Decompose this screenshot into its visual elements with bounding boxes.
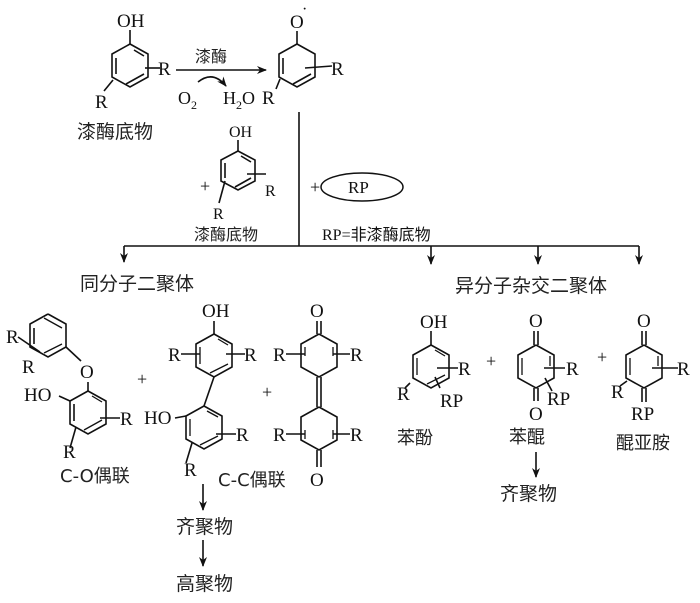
rp-oval-label: RP	[348, 178, 369, 197]
diphenoquinone: O R R R R O	[273, 301, 363, 491]
r-label: R	[566, 359, 579, 380]
quinone-o-label: O	[529, 311, 543, 332]
r-label: R	[184, 460, 197, 481]
plus-sign: +	[486, 351, 496, 371]
enzyme-label: 漆酶	[195, 47, 227, 66]
oligomer-label: 齐聚物	[500, 483, 557, 505]
quinone-o-label: O	[310, 301, 324, 322]
second-substrate: OH R R	[213, 124, 276, 223]
r-label: R	[350, 345, 363, 366]
r-label: R	[458, 359, 471, 380]
r-label: R	[265, 183, 276, 200]
r-label: R	[213, 206, 224, 223]
substrate-phenol: OH R R	[95, 11, 171, 113]
r-label: R	[677, 359, 690, 380]
substrate-label: 漆酶底物	[194, 225, 258, 244]
r-label: R	[273, 345, 286, 366]
r-label: R	[262, 88, 275, 109]
rp-definition: RP=非漆酶底物	[322, 226, 431, 244]
homo-dimer-title: 同分子二聚体	[80, 273, 194, 295]
phenol-rp: OH R R RP	[397, 312, 471, 412]
r-label: R	[22, 357, 35, 378]
polymer-label: 高聚物	[176, 573, 233, 595]
quinone-imine-rp: O R R RP	[611, 311, 690, 425]
phenoxy-radical: O · R R	[262, 1, 344, 109]
ether-o-label: O	[80, 362, 94, 383]
quinone-label: 苯醌	[509, 427, 545, 448]
rp-oval	[320, 172, 404, 202]
r-label: R	[397, 384, 410, 405]
quinone-imine-label: 醌亚胺	[616, 433, 670, 454]
rp-label: RP	[547, 389, 570, 410]
ho-label: HO	[24, 385, 51, 406]
curved-arrow	[197, 76, 227, 87]
oxygen-label: O2	[178, 88, 197, 112]
co-coupling-dimer: R R O HO R R	[6, 313, 133, 463]
r-label: R	[63, 442, 76, 463]
water-label: H2O	[223, 88, 255, 112]
radical-dot: ·	[302, 1, 307, 18]
oh-label: OH	[229, 124, 253, 141]
r-label: R	[168, 345, 181, 366]
co-coupling-label: C-O偶联	[60, 466, 130, 487]
plus-sign: +	[137, 369, 147, 389]
r-label: R	[611, 382, 624, 403]
oh-label: OH	[117, 11, 145, 32]
r-label: R	[95, 92, 108, 113]
oligomer-label: 齐聚物	[176, 516, 233, 538]
rp-label: RP	[631, 404, 654, 425]
cc-coupling-label: C-C偶联	[218, 470, 286, 491]
phenol-label: 苯酚	[397, 428, 433, 449]
ho-label: HO	[144, 408, 171, 429]
r-label: R	[273, 425, 286, 446]
benzoquinone-rp: O R RP O	[517, 311, 579, 425]
r-label: R	[158, 59, 171, 80]
substrate-label: 漆酶底物	[77, 121, 153, 143]
oh-label: OH	[420, 312, 448, 333]
r-label: R	[331, 59, 344, 80]
r-label: R	[244, 345, 257, 366]
r-label: R	[120, 409, 133, 430]
radical-o-label: O	[290, 12, 304, 33]
plus-sign: +	[262, 382, 272, 402]
r-label: R	[350, 425, 363, 446]
r-label: R	[236, 425, 249, 446]
cc-coupling-dimer: OH R R HO R R	[144, 301, 257, 481]
plus-sign: +	[597, 347, 607, 367]
oh-label: OH	[202, 301, 230, 322]
hetero-dimer-title: 异分子杂交二聚体	[455, 275, 607, 297]
quinone-o-label: O	[529, 404, 543, 425]
plus-sign: +	[200, 176, 210, 196]
quinone-o-label: O	[637, 311, 651, 332]
rp-label: RP	[440, 391, 463, 412]
r-label: R	[6, 327, 19, 348]
plus-sign: +	[310, 177, 320, 197]
quinone-o-label: O	[310, 470, 324, 491]
